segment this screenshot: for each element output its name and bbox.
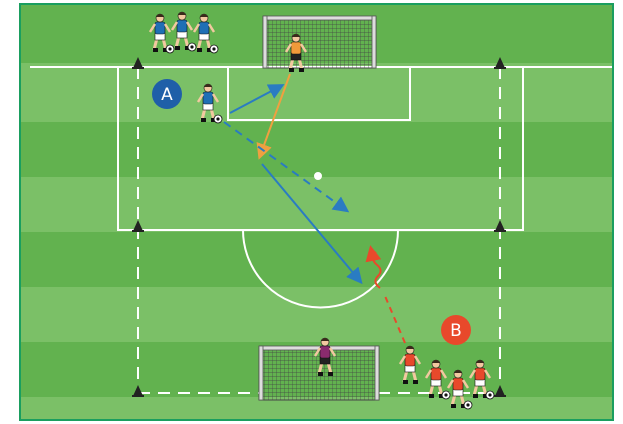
marker-a: A	[152, 79, 182, 109]
defender-run-dashed	[384, 295, 406, 344]
cone-icon	[132, 385, 144, 397]
ball-icon	[441, 390, 451, 400]
goalkeeper-icon	[313, 337, 337, 376]
ball-icon	[463, 400, 473, 410]
keeper-throw-arrow	[256, 73, 291, 160]
cone-icon	[132, 220, 144, 232]
pitch-border	[19, 3, 614, 421]
players-group	[148, 11, 495, 410]
goalkeeper-icon	[284, 33, 308, 72]
pitch-stripe	[20, 122, 613, 177]
player-icon	[148, 13, 172, 52]
dribble-arrow-head	[365, 245, 382, 263]
cones-group	[132, 57, 506, 397]
penalty-arc	[242, 229, 399, 309]
ball-icon	[165, 44, 175, 54]
marker-b-label: B	[450, 321, 462, 341]
ball-icon	[485, 390, 495, 400]
cone-icon	[494, 385, 506, 397]
pitch-stripe	[20, 63, 613, 122]
long-pass-arrow	[261, 163, 363, 285]
cone-icon	[132, 57, 144, 69]
cone-icon	[494, 220, 506, 232]
player-icon	[446, 369, 470, 408]
pitch-stripe	[20, 287, 613, 342]
marker-b: B	[441, 315, 471, 345]
ball-icon	[213, 114, 223, 124]
player-icon	[398, 345, 422, 384]
player-icon	[196, 83, 220, 122]
top-goal-icon	[262, 15, 377, 69]
pitch-stripe	[20, 177, 613, 232]
player-icon	[170, 11, 194, 50]
ball-icon	[209, 44, 219, 54]
player-icon	[192, 13, 216, 52]
ball-icon	[187, 42, 197, 52]
player-icon	[468, 359, 492, 398]
drill-arrows	[223, 73, 406, 344]
pitch-stripe	[20, 232, 613, 287]
player-icon	[424, 359, 448, 398]
run-dashed-arrow	[223, 121, 350, 213]
penalty-spot	[314, 172, 322, 180]
marker-a-label: A	[161, 85, 173, 105]
cone-icon	[494, 57, 506, 69]
pass-to-keeper-arrow	[229, 84, 285, 114]
